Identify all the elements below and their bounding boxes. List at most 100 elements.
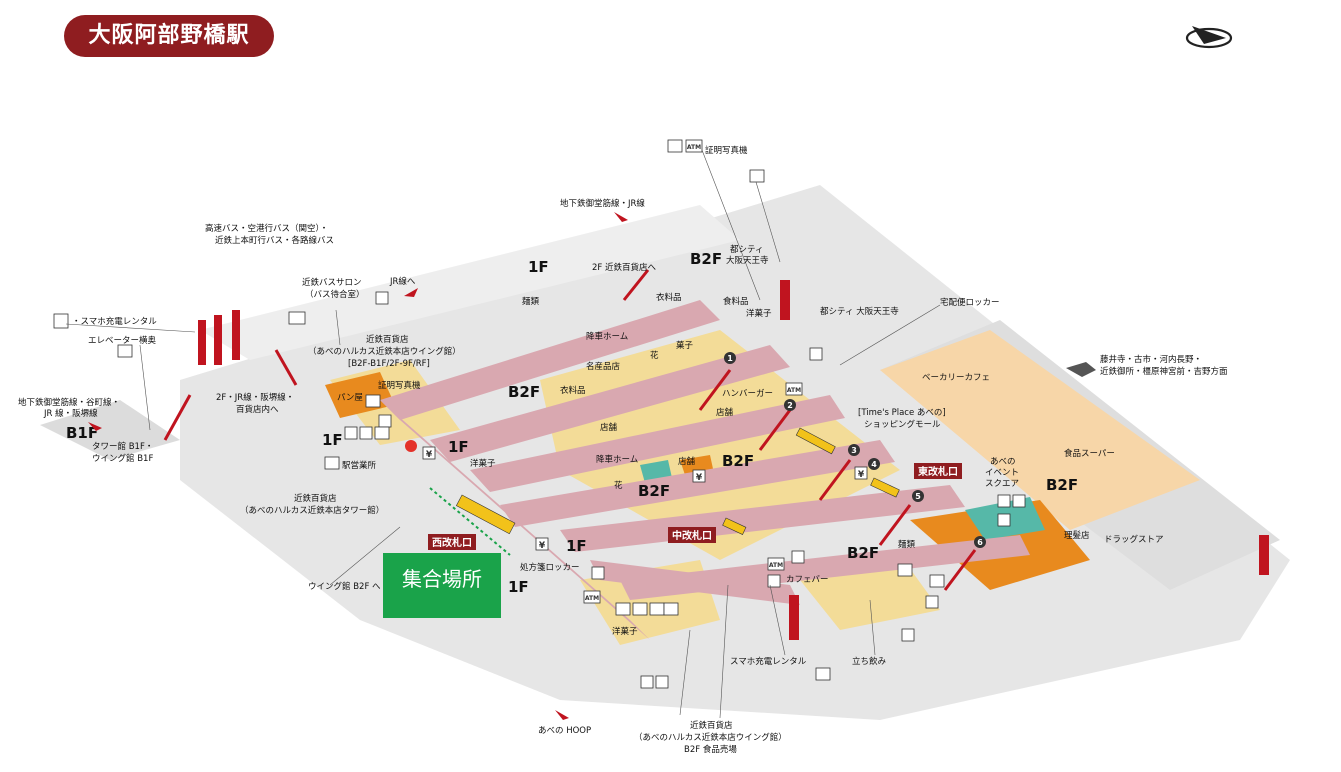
leader-line [869, 599, 876, 656]
label: 2F 近鉄百貨店へ [592, 262, 656, 273]
label: 洋菓子 [470, 458, 496, 469]
escalator[interactable] [943, 549, 977, 591]
label: ベーカリーカフェ [922, 373, 990, 383]
label: 近鉄御所・橿原神宮前・吉野方面 [1100, 366, 1228, 377]
label: 麺類 [898, 539, 916, 550]
elevator-pillar [198, 320, 206, 365]
label: 店舗 [716, 407, 734, 418]
label: ハンバーガー [722, 388, 773, 399]
floor-label-1f: 1F [448, 438, 469, 456]
ticket-gates-west [455, 494, 516, 535]
escalator[interactable] [758, 409, 792, 451]
gate-west-badge [428, 534, 476, 550]
label: ウイング館 B1F [92, 453, 153, 464]
escalator[interactable] [878, 504, 912, 546]
label: スクエア [985, 479, 1019, 489]
leader-line [839, 304, 941, 366]
event-icon [997, 494, 1011, 508]
bus-icon [288, 311, 306, 325]
label: 地下鉄御堂筋線・谷町線・ [18, 397, 120, 408]
label: 近鉄上本町行バス・各路線バス [215, 235, 334, 246]
escalator[interactable] [274, 349, 298, 386]
locker-icon [809, 347, 823, 361]
escalator[interactable] [622, 269, 650, 301]
label: 都シティ [730, 245, 764, 255]
platform-number: 4 [871, 460, 877, 469]
label: ・スマホ充電レンタル [72, 316, 157, 327]
floor-label-1f: 1F [566, 537, 587, 555]
label: 近鉄百貨店 [690, 720, 733, 731]
label: 食料品 [723, 296, 749, 307]
floor-label-b2f: B2F [508, 383, 540, 401]
smoking-icon [897, 563, 913, 577]
restroom-icon [929, 574, 945, 588]
photo-booth-icon [117, 344, 133, 358]
gate-east-badge [914, 463, 962, 479]
wifi-icon [640, 675, 654, 689]
phone-icon [925, 595, 939, 609]
wifi-icon [374, 426, 390, 440]
leader-line [701, 149, 761, 301]
leader-line [335, 309, 341, 346]
station-office-icon [324, 456, 340, 470]
leader-line [329, 526, 401, 586]
elevator-pillar [780, 280, 790, 320]
locker-icon [591, 566, 605, 580]
label: 駅営業所 [342, 460, 377, 471]
label: エレベーター横奥 [88, 335, 157, 346]
escalator[interactable] [698, 369, 732, 411]
concourse-vertical [380, 400, 650, 640]
label: 都シティ 大阪天王寺 [820, 306, 899, 317]
label: 近鉄百貨店 [294, 493, 337, 504]
floor-1f-top-band [200, 205, 740, 360]
platform-badge [784, 399, 796, 411]
label: あべの [990, 457, 1016, 467]
leader-line [755, 181, 781, 263]
elevator-pillar [789, 595, 799, 640]
restroom-icon [615, 602, 631, 616]
label: 処方箋ロッカー [520, 562, 580, 573]
label: 洋菓子 [746, 308, 772, 319]
floor-label-b2f: B2F [722, 452, 754, 470]
atm-icon-text: ATM [787, 387, 801, 394]
escalator[interactable] [163, 394, 192, 441]
label: 宅配便ロッカー [940, 297, 1000, 308]
label: 証明写真機 [378, 380, 421, 391]
floor-label-1f: 1F [508, 578, 529, 596]
floor-label-b2f: B2F [1046, 476, 1078, 494]
yen-icon-text: ¥ [539, 541, 546, 551]
ticket-gates-center [795, 427, 836, 455]
platform-number: 2 [787, 401, 793, 410]
label: タワー館 B1F・ [92, 441, 153, 452]
accessible-icon [632, 602, 648, 616]
ticket-gates-east [870, 477, 900, 498]
gate-middle-label: 中改札口 [672, 529, 712, 542]
label: （あべのハルカス近鉄本店ウイング館） [308, 346, 461, 357]
concourse-row-3 [470, 395, 845, 492]
gate-middle-badge [668, 527, 716, 543]
floor-b1-slab [40, 400, 180, 460]
meeting-point-box: 集合場所 [383, 553, 501, 618]
atm-icon [785, 382, 803, 396]
concourse-row-1 [380, 300, 720, 420]
label: 店舗 [678, 456, 696, 467]
platform-number: 1 [727, 354, 733, 363]
label: 洋菓子 [612, 626, 638, 637]
phone-icon [53, 313, 69, 329]
gate-west-label: 西改札口 [432, 536, 472, 549]
label: 近鉄バスサロン [302, 277, 362, 288]
escalator[interactable] [818, 459, 852, 501]
label: パン屋 [337, 393, 363, 403]
atm-icon [685, 139, 703, 153]
yen-icon [535, 537, 549, 551]
concourse-row-5 [560, 485, 965, 552]
elevator-pillar [214, 315, 222, 365]
concourse-row-2 [430, 345, 790, 462]
label: 藤井寺・古市・河内長野・ [1100, 354, 1202, 365]
label: 降車ホーム [596, 454, 638, 465]
wifi-icon [359, 426, 373, 440]
arrow-icon [404, 288, 418, 297]
label: 近鉄百貨店 [366, 334, 409, 345]
leader-line [769, 584, 786, 656]
